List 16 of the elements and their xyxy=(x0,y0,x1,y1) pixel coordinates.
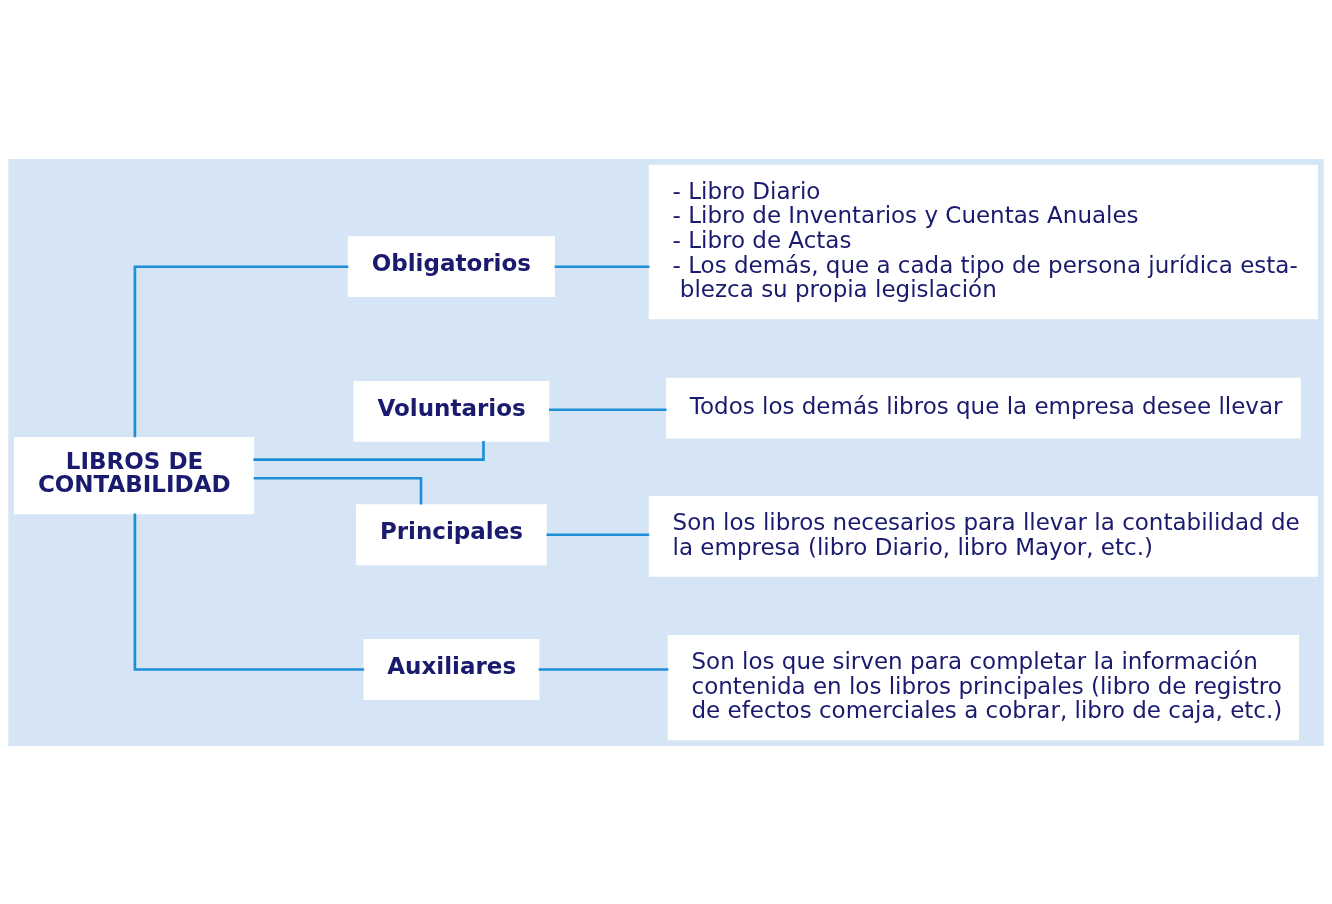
connector xyxy=(549,407,667,411)
node-box: Son los libros necesarios para llevar la contabilidad de la empresa (libro Diario, libro Mayor, etc.) xyxy=(648,495,1318,577)
connector xyxy=(133,264,349,437)
connector xyxy=(133,512,365,671)
connector xyxy=(554,264,650,268)
connector xyxy=(538,667,669,671)
node-box: Principales xyxy=(356,503,547,565)
node-box: Auxiliares xyxy=(363,638,540,700)
connector xyxy=(253,476,423,504)
node-box: LIBROS DE CONTABILIDAD xyxy=(14,436,255,514)
connector xyxy=(546,532,650,536)
node-box: Obligatorios xyxy=(347,235,555,297)
node-box: Voluntarios xyxy=(353,380,550,442)
node-box: Son los que sirven para completar la información contenida en los libros principales (libro de registro de efectos comerciales a cobrar, libro de caja, etc.) xyxy=(667,634,1300,740)
node-box: - Libro Diario - Libro de Inventarios y Cuentas Anuales - Libro de Actas - Los demás, que a cada tipo de persona jurídica esta- blezca su propia legislación xyxy=(648,164,1318,319)
node-box: Todos los demás libros que la empresa desee llevar xyxy=(666,377,1301,438)
